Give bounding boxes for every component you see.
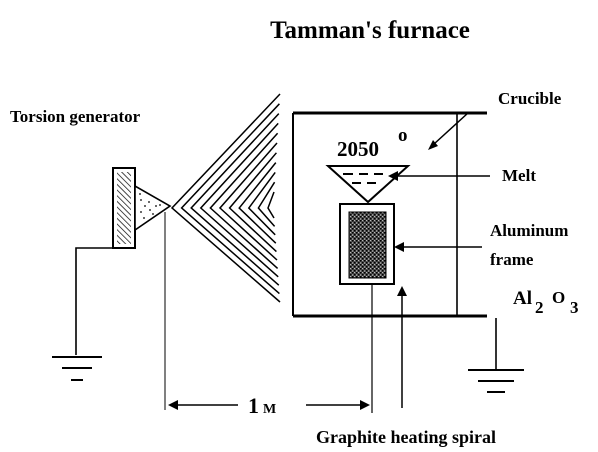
- al2o3-subscript-2: 2: [535, 298, 544, 317]
- melt-surface: [343, 173, 383, 184]
- crucible-label: Crucible: [498, 89, 562, 108]
- frame-label: frame: [490, 250, 534, 269]
- torsion-wave-chevron: [218, 142, 278, 261]
- generator-ground-wire: [75, 247, 113, 355]
- temperature-degree: o: [398, 125, 408, 146]
- distance-value: 1: [248, 393, 259, 418]
- al2o3-label: Al 2 O 3: [513, 288, 579, 317]
- torsion-wave-chevron: [209, 132, 279, 269]
- al2o3-o: O: [552, 288, 565, 307]
- distance-unit: M: [263, 402, 276, 417]
- melt-arrowhead: [388, 171, 398, 181]
- graphite-heating-spiral-label: Graphite heating spiral: [316, 427, 496, 447]
- torsion-wave-chevron: [228, 152, 277, 253]
- distance-arrowhead-left: [168, 400, 178, 410]
- torsion-generator-device: [75, 167, 172, 355]
- generator-cone: [134, 184, 172, 232]
- torsion-wave-chevron: [180, 103, 280, 295]
- generator-coil: [117, 172, 131, 244]
- torsion-wave-chevron: [247, 171, 276, 236]
- torsion-generator-label: Torsion generator: [10, 107, 141, 126]
- aluminum-label: Aluminum: [490, 221, 568, 240]
- graphite-arrowhead: [397, 286, 407, 296]
- torsion-waves-icon: [170, 93, 281, 303]
- torsion-wave-chevron: [170, 93, 281, 303]
- crucible-arrowhead: [428, 140, 438, 150]
- torsion-wave-chevron: [199, 122, 279, 278]
- distance-dimension: 1 M: [168, 393, 370, 418]
- torsion-wave-chevron: [267, 191, 275, 219]
- furnace: [292, 111, 487, 318]
- cone-dots: [139, 193, 161, 219]
- torsion-wave-chevron: [257, 181, 276, 227]
- aluminum-frame-arrowhead: [394, 242, 404, 252]
- crucible: [325, 165, 411, 204]
- distance-arrowhead-right: [360, 400, 370, 410]
- crucible-arrow: [433, 112, 469, 145]
- frame-core: [348, 211, 387, 279]
- torsion-wave-chevron: [190, 113, 280, 286]
- ground-left-icon: [52, 356, 102, 381]
- temperature-label: 2050: [337, 137, 379, 161]
- ground-right-icon: [468, 318, 524, 393]
- torsion-wave-chevron: [238, 162, 277, 244]
- diagram-title: Tamman's furnace: [270, 17, 470, 44]
- al2o3-subscript-3: 3: [570, 298, 579, 317]
- al2o3-al: Al: [513, 288, 532, 309]
- melt-label: Melt: [502, 166, 536, 185]
